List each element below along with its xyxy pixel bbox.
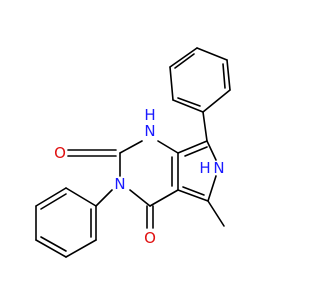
nitrogen-n1-label: N [144,122,155,140]
nitrogen-n6-label: N [213,159,224,177]
ph1-bond-4 [169,47,198,68]
ph1-bond-5 [169,66,174,101]
ph2-inner-1 [40,193,67,210]
ph1-inner-2 [174,53,195,69]
bond-n6-c5 [207,175,217,202]
bond-c5-c4a [177,189,209,202]
bond-c2-n1 [119,140,143,154]
ph1-bond-3 [196,47,228,61]
bond-n1-c7a [157,140,179,154]
molecule-diagram: O N H N N H O [35,47,231,258]
bond-n3-c4 [129,189,151,207]
bond-c5-c4a-inner [182,186,205,196]
oxygen-c4-label: O [144,229,156,247]
bond-c7-n6 [206,140,217,161]
structure-canvas: O N H N N H O [35,47,231,258]
bond-n3-ph2 [95,189,113,207]
nitrogen-n3-label: N [114,175,125,193]
bond-c4-c4a [149,189,179,207]
ph2-bond-5 [65,239,97,258]
bond-c7-ph1 [202,111,208,142]
ph1-bond-2 [226,59,231,91]
bond-c7a-c7 [177,140,208,154]
ph1-inner-3 [177,97,201,107]
ph1-bond-6 [172,99,204,113]
ph2-inner-2 [40,236,67,252]
hydrogen-n6-label: H [199,159,210,177]
ph2-bond-4 [35,239,67,258]
ph1-inner-1 [222,63,226,89]
hydrogen-n1-label: H [144,106,155,124]
ph1-bond-1 [202,89,231,113]
oxygen-c2-label: O [54,144,66,162]
bond-c5-methyl [207,200,225,227]
ph2-bond-1 [65,187,97,207]
bond-c7a-c7-inner [184,146,208,157]
ph2-bond-2 [35,187,67,207]
